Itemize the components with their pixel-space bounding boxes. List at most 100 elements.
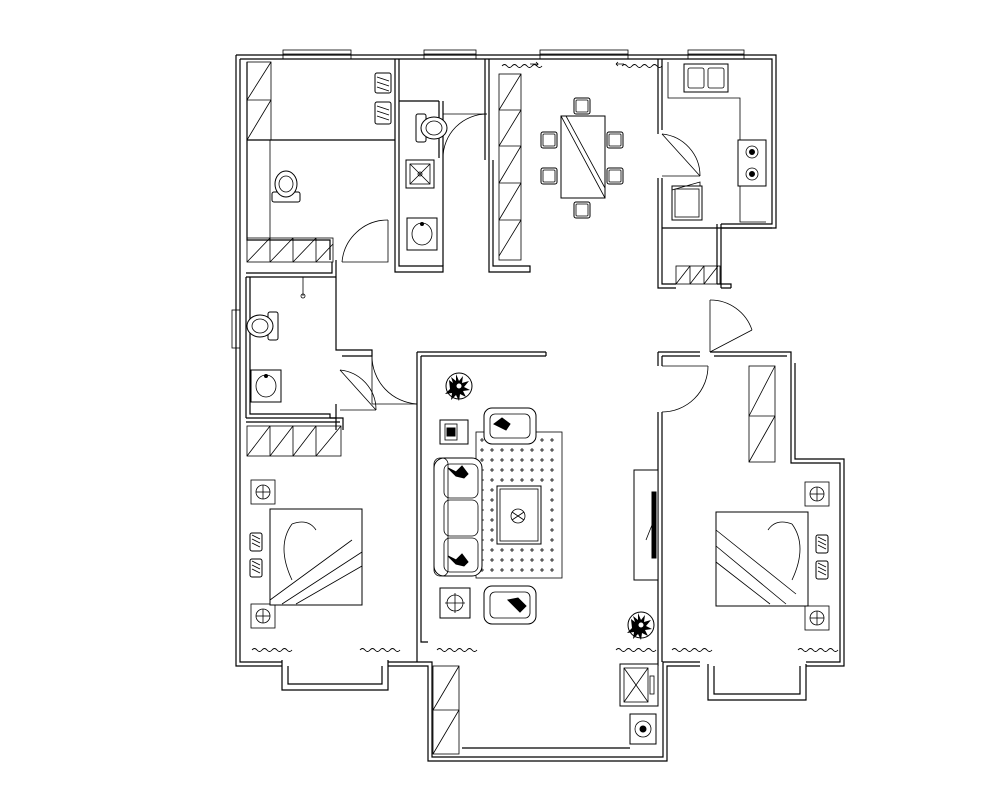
armchair-icon: [483, 407, 537, 445]
rug-pattern-mark: [550, 488, 554, 492]
sofa-icon: [433, 457, 483, 577]
stove-icon: [737, 139, 767, 187]
fridge-icon: [671, 181, 703, 221]
rug-pattern-mark: [550, 558, 554, 562]
rug-pattern-mark: [490, 538, 494, 542]
washing-machine-icon: [619, 663, 659, 707]
sink-icon: [406, 217, 438, 251]
rug-pattern-mark: [480, 438, 484, 442]
toilet-icon: [271, 170, 301, 203]
rug-pattern-mark: [530, 468, 534, 472]
rug-pattern-mark: [540, 478, 544, 482]
rug-pattern-mark: [520, 448, 524, 452]
toilet-icon: [415, 113, 448, 143]
rug-pattern-mark: [540, 468, 544, 472]
rug-pattern-mark: [480, 458, 484, 462]
plant-icon: [626, 611, 655, 641]
bathroom-mid-left: [246, 277, 306, 403]
lamp-icon: [439, 587, 471, 619]
rug-pattern-mark: [500, 468, 504, 472]
guest-toilet: [405, 113, 448, 251]
rug-pattern-mark: [520, 548, 524, 552]
rug-pattern-mark: [500, 458, 504, 462]
dining-room: [540, 97, 624, 219]
rug-pattern-mark: [510, 458, 514, 462]
plant-icon: [444, 372, 473, 402]
nightstand-icon: [250, 479, 276, 505]
telephone-icon: [439, 419, 469, 445]
rug-pattern-mark: [550, 568, 554, 572]
nightstand-icon: [250, 603, 276, 629]
rug-pattern-mark: [550, 448, 554, 452]
rug-pattern-mark: [530, 458, 534, 462]
wardrobes: [246, 61, 776, 755]
rug-pattern-mark: [490, 448, 494, 452]
rug-pattern-mark: [520, 558, 524, 562]
living-room: [433, 372, 659, 745]
rug-pattern-mark: [500, 568, 504, 572]
rug-pattern-mark: [510, 568, 514, 572]
rug-pattern-mark: [500, 548, 504, 552]
windows-top: [231, 49, 745, 349]
rug-pattern-mark: [540, 448, 544, 452]
tv-cabinet-icon: [633, 469, 659, 581]
armchair-icon: [483, 585, 537, 625]
bed-icon: [249, 508, 363, 606]
rug-pattern-mark: [490, 518, 494, 522]
rug-pattern-mark: [550, 468, 554, 472]
rug-pattern-mark: [540, 568, 544, 572]
towel-rack-icon: [374, 72, 392, 125]
doors: [339, 113, 753, 413]
rug-pattern-mark: [540, 548, 544, 552]
rug-pattern-mark: [490, 478, 494, 482]
rug-pattern-mark: [550, 508, 554, 512]
nightstand-icon: [804, 605, 830, 631]
rug-pattern-mark: [540, 558, 544, 562]
rug-pattern-mark: [490, 558, 494, 562]
curtains: [251, 61, 839, 652]
sink-icon: [250, 369, 282, 403]
rug-pattern-mark: [490, 468, 494, 472]
rug-pattern-mark: [540, 438, 544, 442]
rug-pattern-mark: [530, 478, 534, 482]
bedroom-left: [249, 479, 363, 629]
rug-pattern-mark: [500, 478, 504, 482]
rug-pattern-mark: [550, 548, 554, 552]
coffee-table: [496, 485, 542, 545]
rug-pattern-mark: [510, 448, 514, 452]
rug-pattern-mark: [520, 568, 524, 572]
rug-pattern-mark: [550, 438, 554, 442]
nightstand-icon: [804, 481, 830, 507]
rug-pattern-mark: [520, 478, 524, 482]
rug-pattern-mark: [510, 558, 514, 562]
rug-pattern-mark: [490, 458, 494, 462]
rug-pattern-mark: [520, 468, 524, 472]
rug-pattern-mark: [510, 468, 514, 472]
master-bathroom-left: [271, 72, 392, 203]
rug-pattern-mark: [530, 548, 534, 552]
balconies: [281, 660, 807, 749]
rug-pattern-mark: [490, 528, 494, 532]
rug-pattern-mark: [550, 528, 554, 532]
rug-pattern-mark: [510, 478, 514, 482]
sink-icon: [683, 63, 729, 93]
rug-pattern-mark: [490, 488, 494, 492]
rug-pattern-mark: [550, 458, 554, 462]
bed-icon: [715, 511, 829, 607]
kitchen: [667, 62, 767, 223]
rug-pattern-mark: [520, 458, 524, 462]
shower-icon: [405, 159, 435, 189]
rug-pattern-mark: [550, 518, 554, 522]
toilet-icon: [246, 311, 279, 341]
rug-pattern-mark: [490, 548, 494, 552]
rug-pattern-mark: [480, 448, 484, 452]
rug-pattern-mark: [500, 558, 504, 562]
dining-table-icon: [540, 97, 624, 219]
rug-pattern-mark: [550, 478, 554, 482]
rug-pattern-mark: [530, 448, 534, 452]
rug-pattern-mark: [550, 498, 554, 502]
rug-pattern-mark: [540, 458, 544, 462]
rug-pattern-mark: [550, 538, 554, 542]
